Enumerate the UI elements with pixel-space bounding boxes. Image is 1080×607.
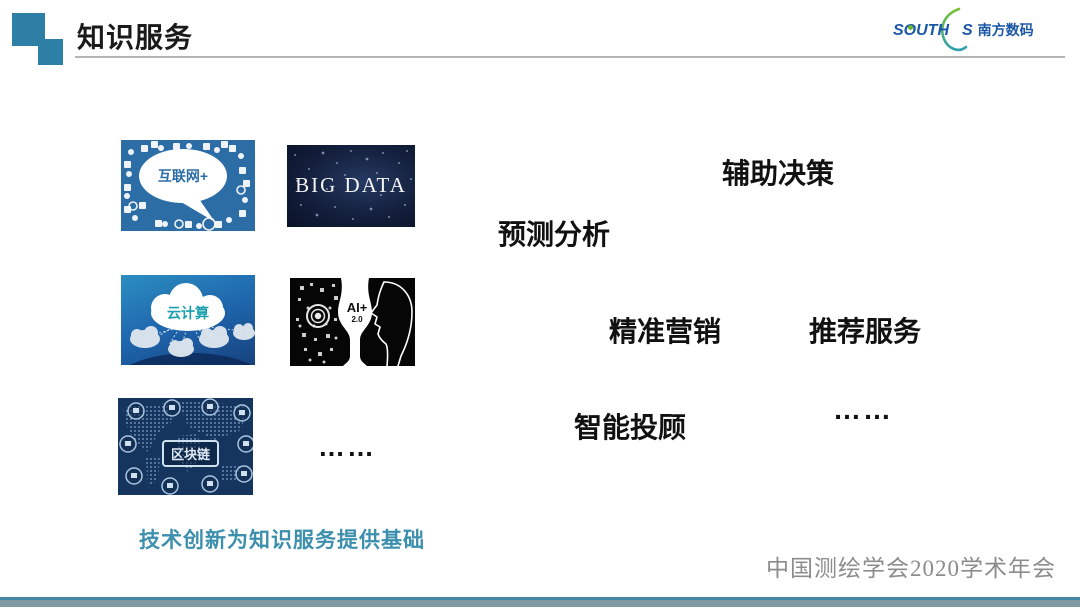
image-internet-plus: 互联网+ (121, 140, 255, 231)
image-cloud-computing: 云计算 (121, 275, 255, 365)
cloud-computing-label: 云计算 (167, 305, 209, 321)
header-divider (75, 56, 1065, 58)
tiles-ellipsis: …… (318, 432, 376, 462)
caption-tech-foundation: 技术创新为知识服务提供基础 (139, 529, 425, 552)
bottom-accent-line (0, 597, 1080, 600)
ai-head-graphic (296, 278, 413, 366)
service-label-precision-marketing: 精准营销 (609, 316, 722, 347)
service-label-robo-advisor: 智能投顾 (574, 412, 687, 443)
icon-collage (124, 141, 250, 231)
service-label-predictive-analysis: 预测分析 (498, 219, 611, 250)
image-big-data: BIG DATA (287, 145, 415, 227)
star-dots (294, 150, 412, 220)
internet-plus-label: 互联网+ (157, 168, 209, 184)
ai-label: AI+ (346, 300, 368, 315)
page-title: 知识服务 (77, 22, 194, 53)
services-ellipsis: …… (833, 394, 893, 425)
cloud-diagram (130, 283, 255, 365)
brand-swoosh-icon (940, 7, 968, 52)
caption-conference: 中国测绘学会2020学术年会 (766, 556, 1056, 581)
image-blockchain: 区块链 (118, 398, 253, 495)
big-data-label: BIG DATA (295, 173, 407, 197)
dotted-world-map (119, 398, 253, 495)
brand-name-en: SOUTH (893, 22, 949, 39)
service-label-decision-support: 辅助决策 (722, 158, 835, 189)
brand-name-en-suffix: S (962, 22, 973, 39)
bottom-band (0, 600, 1080, 607)
brand-o-dot (908, 25, 913, 30)
image-ai: AI+ 2.0 (290, 278, 415, 366)
ai-sublabel: 2.0 (351, 315, 363, 324)
service-label-recommendation: 推荐服务 (809, 316, 922, 347)
blockchain-label: 区块链 (162, 440, 220, 467)
brand-name-cn: 南方数码 (977, 22, 1034, 38)
logo-square-small (38, 39, 63, 65)
